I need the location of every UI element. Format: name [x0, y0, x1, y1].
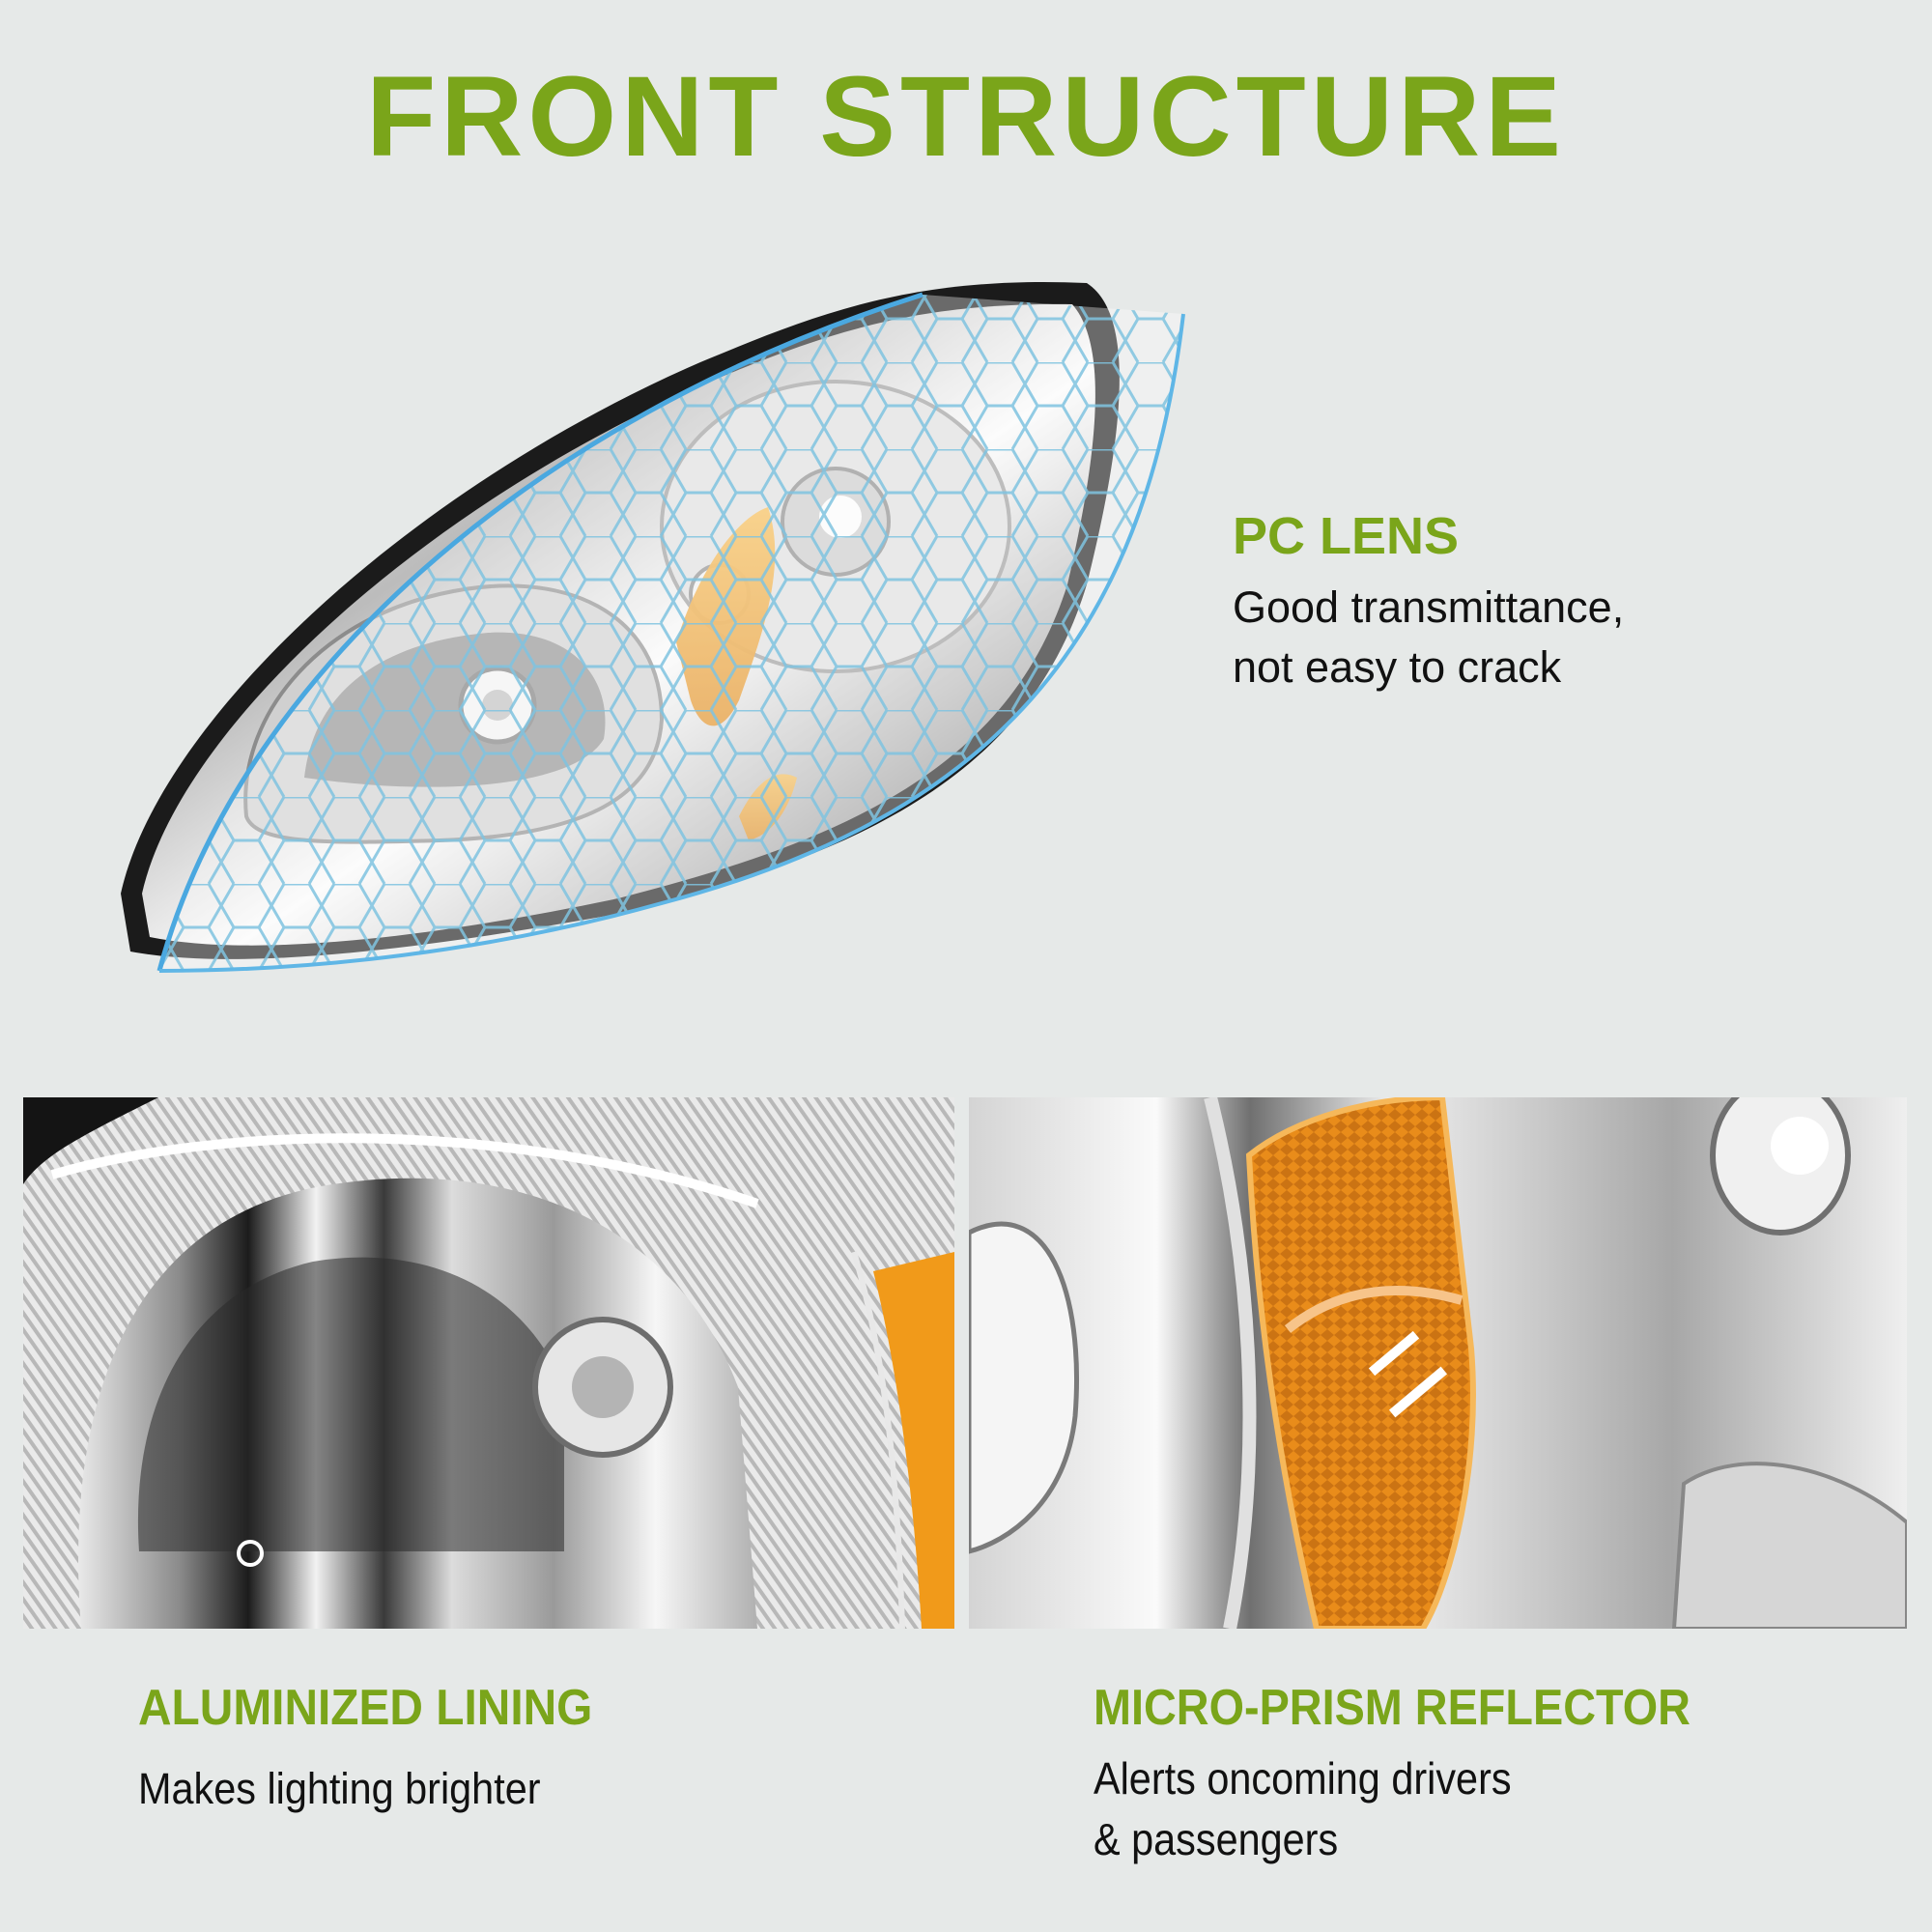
page-title: FRONT STRUCTURE [366, 53, 1566, 181]
aluminized-lining-description: Makes lighting brighter [138, 1758, 541, 1819]
pc-lens-title: PC LENS [1233, 507, 1460, 565]
micro-prism-reflector-title: MICRO-PRISM REFLECTOR [1094, 1680, 1690, 1736]
aluminized-lining-image [23, 1097, 954, 1629]
micro-prism-reflector-description-line: & passengers [1094, 1814, 1339, 1864]
headlight-hero-image [121, 275, 1203, 976]
micro-prism-reflector-description: Alerts oncoming drivers & passengers [1094, 1748, 1512, 1870]
micro-prism-reflector-image [969, 1097, 1907, 1629]
micro-prism-reflector-description-line: Alerts oncoming drivers [1094, 1753, 1512, 1804]
pc-lens-description-line: not easy to crack [1233, 642, 1562, 692]
pc-lens-description: Good transmittance, not easy to crack [1233, 578, 1624, 697]
aluminized-lining-title: ALUMINIZED LINING [138, 1680, 593, 1736]
pc-lens-description-line: Good transmittance, [1233, 582, 1625, 632]
aluminized-lining-description-line: Makes lighting brighter [138, 1764, 541, 1813]
